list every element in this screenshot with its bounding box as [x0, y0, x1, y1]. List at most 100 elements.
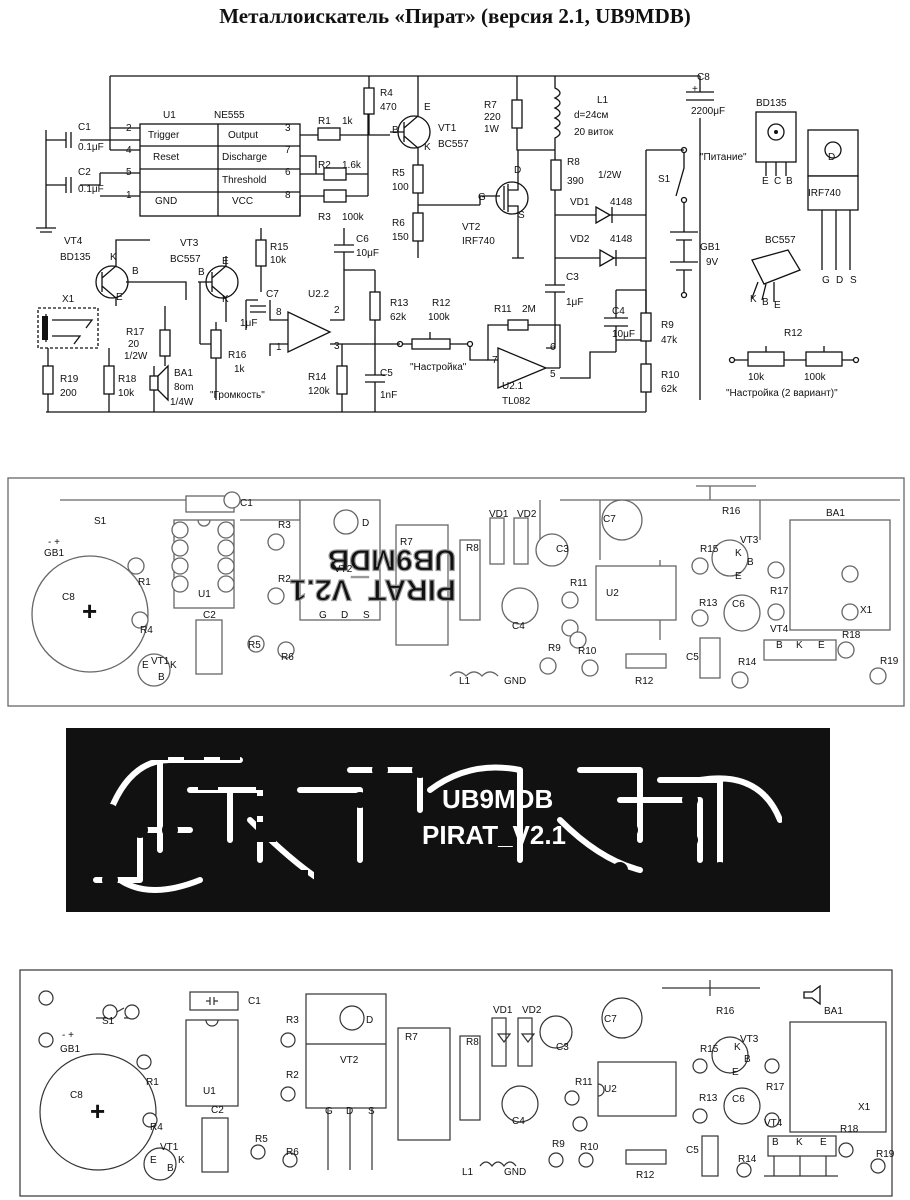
top-pad-4: [217, 521, 235, 539]
placement-label-26: C3: [556, 1042, 569, 1053]
schematic-label-123: C: [774, 176, 781, 187]
schematic-label-104: K: [110, 252, 117, 263]
schematic-label-56: C8: [697, 72, 710, 83]
pcb-placement-drawing: +: [19, 969, 895, 1197]
top-label-43: B: [747, 557, 754, 568]
placement-label-20: D: [346, 1106, 353, 1117]
pcb-via-16: [682, 792, 698, 808]
schematic-label-73: TL082: [502, 396, 531, 407]
top-label-30: R9: [548, 643, 561, 654]
placement-label-50: E: [820, 1137, 827, 1148]
schematic-diagram: +: [36, 72, 860, 413]
placement-label-52: R19: [876, 1149, 895, 1160]
placement-label-12: C2: [211, 1105, 224, 1116]
schematic-label-15: VCC: [232, 196, 253, 207]
top-pad-6: [217, 557, 235, 575]
pcb-via-19: [612, 862, 628, 878]
schematic-label-87: 10μF: [356, 248, 379, 259]
top-label-44: E: [735, 571, 742, 582]
top-label-19: G: [319, 610, 327, 621]
top-label-11: U1: [198, 589, 211, 600]
placement-label-45: R17: [766, 1082, 785, 1093]
top-pad-21: [767, 561, 785, 579]
schematic-label-42: G: [478, 192, 486, 203]
schematic-label-47: d=24см: [574, 110, 609, 121]
place-pad-15: [870, 1158, 886, 1174]
top-label-21: S: [363, 610, 370, 621]
schematic-label-30: B: [392, 125, 399, 136]
schematic-label-17: C1: [78, 122, 91, 133]
top-label-46: C6: [732, 599, 745, 610]
schematic-label-128: D: [836, 275, 843, 286]
placement-label-47: VT4: [764, 1118, 783, 1129]
schematic-label-48: 20 виток: [574, 127, 614, 138]
schematic-label-132: B: [762, 297, 769, 308]
place-pad-20: [124, 1004, 140, 1020]
top-label-13: R3: [278, 520, 291, 531]
schematic-label-133: E: [774, 300, 781, 311]
place-pad-11: [692, 1108, 708, 1124]
pcb-pad-7: [652, 740, 672, 760]
schematic-label-21: R1: [318, 116, 331, 127]
schematic-label-50: 390: [567, 176, 584, 187]
schematic-label-74: 7: [492, 355, 498, 366]
pcb-pad-12: [782, 802, 802, 822]
bc557-pinout: [751, 249, 801, 285]
pcb-via-17: [682, 832, 698, 848]
pcb-text-1: UB9MDB: [442, 784, 553, 814]
svg-text:+: +: [692, 84, 698, 95]
top-label-9: B: [158, 672, 165, 683]
schematic-label-59: "Питание": [700, 152, 747, 163]
pcb-via-1: [102, 872, 118, 888]
top-label-0: S1: [94, 516, 107, 527]
placement-label-17: D: [366, 1015, 373, 1026]
pcb-pad-24: [288, 870, 308, 890]
top-label-12: C2: [203, 610, 216, 621]
pcb-pad-14: [782, 842, 802, 862]
placement-label-35: R12: [636, 1170, 655, 1181]
schematic-label-16: 8: [285, 190, 291, 201]
placement-label-11: U1: [203, 1086, 216, 1097]
top-label-27: C4: [512, 621, 525, 632]
top-pad-27: [731, 671, 749, 689]
pcb-pad-26: [376, 870, 396, 890]
schematic-label-22: 1k: [342, 116, 354, 127]
placement-label-21: S: [368, 1106, 375, 1117]
schematic-label-66: R9: [661, 320, 674, 331]
schematic-label-27: R4: [380, 88, 393, 99]
place-pad-13: [764, 1112, 780, 1128]
top-pad-25: [837, 641, 855, 659]
schematic-label-12: Threshold: [222, 175, 266, 186]
placement-label-25: VD2: [522, 1005, 542, 1016]
schematic-label-108: 1k: [234, 364, 246, 375]
place-pad-7: [572, 1116, 588, 1132]
schematic-label-7: Reset: [153, 152, 179, 163]
schematic-label-134: R12: [784, 328, 803, 339]
top-label-20: D: [341, 610, 348, 621]
schematic-label-122: E: [762, 176, 769, 187]
top-label-1: - +: [48, 537, 60, 548]
schematic-label-70: R11: [494, 304, 512, 315]
u1-ne555-chip: [139, 123, 301, 217]
schematic-label-29: E: [424, 102, 431, 113]
placement-label-36: R16: [716, 1006, 735, 1017]
top-pad-23: [767, 603, 785, 621]
top-pad-1: [171, 539, 189, 557]
schematic-label-95: R15: [270, 242, 289, 253]
schematic-label-9: 7: [285, 145, 291, 156]
schematic-label-77: R12: [432, 298, 451, 309]
schematic-label-52: VD1: [570, 197, 590, 208]
placement-label-19: G: [325, 1106, 333, 1117]
schematic-label-113: 1/2W: [124, 351, 148, 362]
schematic-label-31: K: [424, 142, 431, 153]
top-pad-8: [127, 557, 145, 575]
pcb-pad-4: [254, 740, 274, 760]
place-pad-10: [692, 1058, 708, 1074]
schematic-label-39: 220: [484, 112, 501, 123]
schematic-label-119: R19: [60, 374, 79, 385]
top-label-14: R2: [278, 574, 291, 585]
schematic-label-5: 3: [285, 123, 291, 134]
top-label-24: VD1: [489, 509, 509, 520]
top-pad-12: [247, 635, 265, 653]
